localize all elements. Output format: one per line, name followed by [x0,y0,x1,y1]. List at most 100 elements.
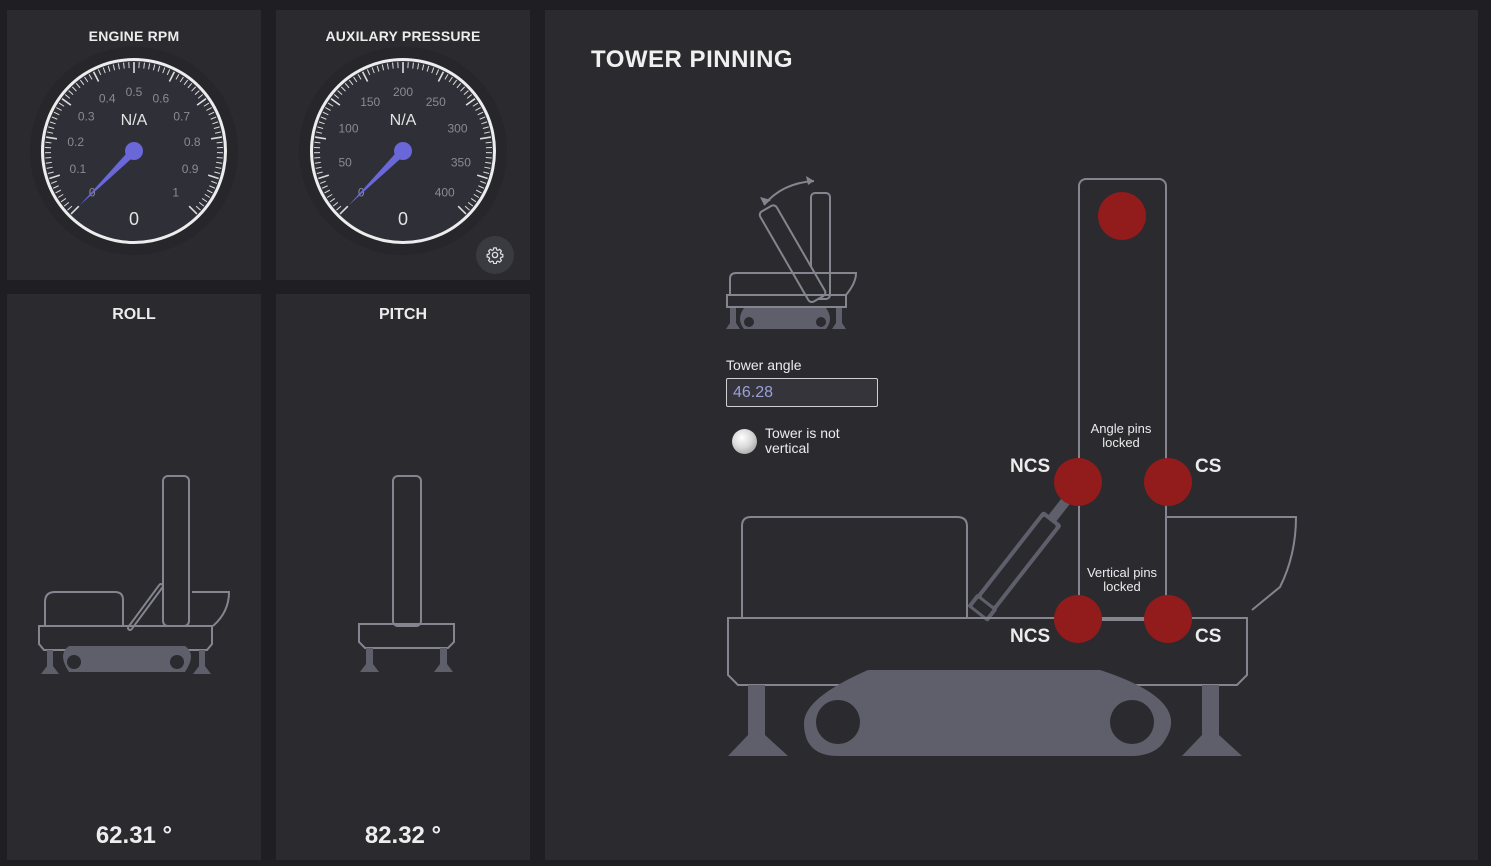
aux-gauge-tick [319,180,326,184]
tower-angle-input[interactable] [726,378,878,407]
aux-gauge-tick [448,76,453,83]
rpm-gauge-tick [63,201,70,207]
rpm-gauge-tick [204,193,211,198]
rpm-gauge-tick [112,64,116,71]
rpm-gauge-scale-label: 1 [172,186,179,200]
rpm-gauge-tick [123,62,125,69]
tower-vertical-status: Tower is not vertical [765,425,840,456]
aux-gauge-tick [329,198,336,203]
rpm-gauge-tick [60,198,67,203]
aux-gauge-tick [314,136,327,140]
aux-gauge-tick [392,62,394,69]
aux-gauge-tick [337,90,343,96]
tower-angle-label: Tower angle [726,357,802,373]
rpm-gauge-tick [216,141,223,144]
aux-gauge-tick [470,198,477,203]
aux-gauge-tick [477,111,484,116]
rpm-gauge-scale-label: 0.1 [70,162,87,176]
rpm-gauge-tick [45,136,58,140]
rpm-gauge-scale-label: 0.2 [67,135,84,149]
aux-gauge-tick [322,111,329,116]
rpm-gauge-tick [117,63,120,70]
aux-gauge-tick [371,67,375,74]
rpm-gauge-tick [157,65,161,72]
rpm-gauge-tick [208,111,215,116]
aux-gauge-tick [324,189,331,194]
aux-gauge-tick [483,131,491,134]
rpm-gauge-tick [92,71,100,82]
aux-pressure-title: AUXILARY PRESSURE [325,28,481,44]
rpm-gauge-tick [175,73,180,80]
aux-gauge-tick [339,205,349,215]
vertical-cs-label: CS [1195,626,1222,647]
rpm-gauge-tick [52,185,59,189]
rpm-gauge-tick [49,174,61,180]
aux-gauge-needle [348,148,406,206]
rpm-gauge-tick [71,86,77,92]
rpm-gauge-tick [57,193,64,198]
aux-gauge-tick [460,86,466,92]
aux-gauge-tick [318,121,325,125]
aux-gauge-tick [464,205,470,211]
aux-gauge-tick [437,71,445,82]
rpm-gauge-tick [209,185,216,189]
aux-pressure-gauge: 501001502002503003504000N/A0 [299,47,507,255]
rpm-gauge-tick [46,166,53,169]
aux-gauge-scale-label: 100 [338,121,358,135]
rpm-gauge-hub [125,142,143,160]
aux-gauge-tick [467,201,474,207]
angle-pin-cs [1144,458,1192,506]
rpm-gauge-scale-label: 0.9 [182,162,199,176]
rpm-gauge-tick [148,63,151,70]
aux-gauge-tick [421,64,425,71]
aux-gauge-tick [452,79,458,86]
aux-gauge-tick [475,107,481,111]
pitch-panel: PITCH 82.32 ° [276,294,530,860]
rpm-gauge-tick [187,82,193,89]
aux-gauge-tick [483,171,490,174]
rpm-gauge-tick [45,141,52,144]
aux-gauge-scale-label: 400 [435,186,455,200]
rpm-gauge-scale-label: 0.8 [184,135,201,149]
rpm-gauge-tick [206,107,212,111]
aux-gauge-tick [344,82,350,89]
rpm-gauge-tick [45,161,52,164]
aux-gauge-tick [476,174,488,180]
rpm-gauge-tick [51,116,58,120]
aux-gauge-scale-label: 250 [426,95,446,109]
rpm-gauge-tick [196,98,207,106]
aux-gauge-center-text: N/A [390,112,417,129]
settings-button[interactable] [476,236,514,274]
rpm-gauge-tick [70,205,80,215]
aux-gauge-tick [325,107,331,111]
tower-tilt-icon [726,176,858,329]
roll-machine-illustration [38,475,231,674]
aux-gauge-tick [330,98,341,106]
rpm-gauge-tick [64,94,71,99]
aux-gauge-tick [463,90,469,96]
rpm-gauge-tick [194,90,200,96]
tower-machine-diagram [727,178,1298,756]
rpm-gauge-value-text: 0 [129,209,139,229]
aux-gauge-tick [332,201,339,207]
rpm-gauge-tick [46,131,54,134]
aux-gauge-tick [466,94,473,99]
aux-gauge-tick [361,71,369,82]
aux-gauge-tick [475,189,482,194]
engine-rpm-panel: ENGINE RPM 0.10.20.30.40.50.60.70.80.910… [7,10,261,280]
aux-gauge-scale-label: 300 [447,121,467,135]
rpm-gauge-needle [79,148,137,206]
roll-title: ROLL [112,306,156,323]
aux-gauge-tick [353,76,358,83]
aux-gauge-tick [315,131,323,134]
aux-gauge-tick [456,82,462,89]
aux-gauge-tick [480,180,487,184]
aux-gauge-tick [348,79,354,86]
rpm-gauge-tick [203,102,210,107]
rpm-gauge-tick [48,126,55,129]
aux-gauge-tick [484,166,491,169]
rpm-gauge-tick [191,86,197,92]
aux-gauge-tick [357,73,362,80]
aux-gauge-tick [318,174,330,180]
aux-gauge-tick [336,205,342,211]
